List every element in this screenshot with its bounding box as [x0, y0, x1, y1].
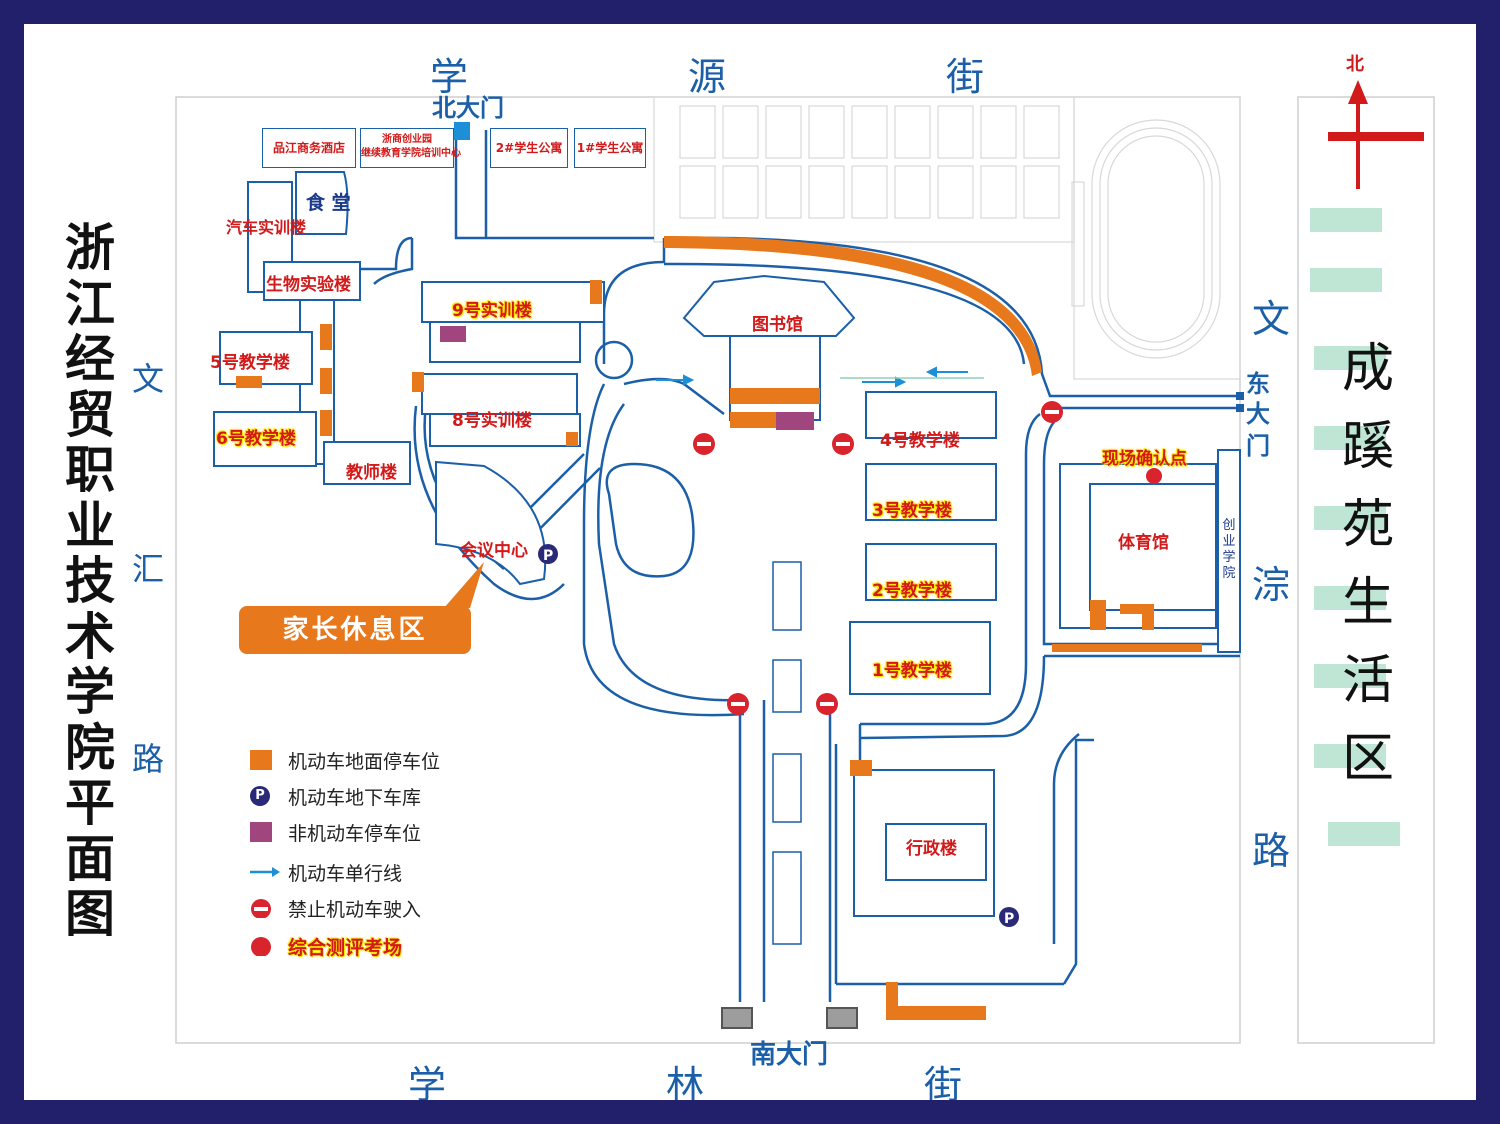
no-entry-signs: [693, 401, 1063, 715]
legend-label: 禁止机动车驶入: [288, 899, 422, 921]
street-north-1: 学: [430, 55, 469, 99]
exam-site-dot: [1146, 468, 1162, 484]
red-dot-icon: [251, 937, 271, 956]
living-stripe: [1314, 506, 1386, 530]
street-east-2: 淙: [1252, 563, 1291, 607]
east-gate-char-1: 东: [1246, 370, 1270, 398]
bio-lab-label: 生物实验楼: [266, 275, 351, 295]
startup-char-2: 业: [1222, 534, 1236, 549]
legend-row-one-way: 机动车单行线: [250, 858, 550, 888]
hotel-building: 品江商务酒店: [262, 128, 356, 168]
living-stripe: [1310, 268, 1382, 292]
incubator-line-1: 浙商创业园: [382, 134, 432, 145]
teacher-building-label: 教师楼: [346, 463, 397, 483]
startup-char-4: 院: [1222, 566, 1236, 581]
building-1-label: 1号教学楼: [872, 661, 952, 681]
gym-label: 体育馆: [1118, 533, 1169, 553]
svg-text:P: P: [543, 548, 553, 564]
street-north-3: 街: [946, 55, 985, 99]
living-area-char-3: 苑: [1341, 495, 1394, 555]
admin-building-label: 行政楼: [906, 839, 957, 859]
street-east-1: 文: [1252, 297, 1291, 341]
building-2-label: 2号教学楼: [872, 581, 952, 601]
parent-zone-pointer: [444, 562, 484, 608]
legend-row-underground-parking: P 机动车地下车库: [250, 782, 550, 812]
living-area-char-2: 蹊: [1341, 417, 1394, 477]
building-5-label: 5号教学楼: [210, 353, 290, 373]
street-west-3: 路: [132, 740, 165, 778]
street-north-2: 源: [688, 55, 727, 99]
building-3-label: 3号教学楼: [872, 501, 952, 521]
north-gate-label: 北大门: [432, 94, 504, 122]
sports-field-grid: [653, 96, 1241, 380]
campus-map: P P: [175, 80, 1435, 1044]
living-area-char-5: 活: [1341, 651, 1394, 711]
parking-icon: P: [250, 786, 270, 806]
orange-square-icon: [250, 750, 272, 770]
startup-char-1: 创: [1222, 518, 1236, 533]
street-west-2: 汇: [132, 550, 165, 588]
legend-label: 机动车地下车库: [288, 787, 422, 809]
living-stripe: [1310, 208, 1382, 232]
building-outlines: [213, 171, 1241, 1029]
legend-row-no-entry: 禁止机动车驶入: [250, 894, 550, 924]
bike-parking-spots: [440, 326, 814, 430]
north-gate-marker: [454, 122, 470, 140]
incubator-line-2: 继续教育学院培训中心: [361, 148, 461, 159]
incubator-building: 浙商创业园 继续教育学院培训中心: [360, 128, 461, 168]
dorm-2-building: 2#学生公寓: [490, 128, 568, 168]
east-gate-markers: [1236, 392, 1244, 412]
compass-icon: [1328, 80, 1424, 189]
legend-label: 机动车地面停车位: [288, 751, 441, 773]
svg-text:P: P: [1004, 911, 1014, 927]
living-stripe: [1314, 664, 1386, 688]
legend-label: 综合测评考场: [288, 937, 403, 959]
east-gate-char-2: 大: [1246, 400, 1270, 428]
no-entry-icon: [251, 899, 271, 918]
dorm-1-building: 1#学生公寓: [574, 128, 646, 168]
startup-char-3: 学: [1222, 550, 1236, 565]
living-stripe: [1314, 586, 1386, 610]
street-south-2: 林: [666, 1063, 705, 1100]
purple-square-icon: [250, 822, 272, 842]
street-east-3: 路: [1252, 829, 1291, 873]
living-area-char-1: 成: [1341, 339, 1394, 399]
legend-label: 机动车单行线: [288, 863, 403, 885]
building-4-label: 4号教学楼: [880, 431, 960, 451]
building-9-label: 9号实训楼: [452, 301, 532, 321]
legend-row-exam-site: 综合测评考场: [250, 932, 550, 962]
building-6-label: 6号教学楼: [216, 429, 296, 449]
blue-arrow-icon: [250, 867, 280, 877]
legend-row-bike-parking: 非机动车停车位: [250, 818, 550, 848]
living-stripe: [1314, 426, 1386, 450]
living-area-char-6: 区: [1341, 729, 1394, 789]
south-gate-label: 南大门: [750, 1040, 829, 1070]
legend-row-ground-parking: 机动车地面停车位: [250, 746, 550, 776]
ground-parking-spots: [236, 236, 1202, 1020]
parent-rest-area-label: 家长休息区: [239, 606, 471, 654]
compass-north-label: 北: [1346, 54, 1364, 75]
legend-label: 非机动车停车位: [288, 823, 422, 845]
underground-parking-icons: P P: [538, 544, 1019, 927]
living-stripe: [1314, 744, 1386, 768]
library-label: 图书馆: [752, 315, 803, 335]
street-south-1: 学: [408, 1063, 447, 1100]
south-parking-slots: [772, 561, 802, 945]
meeting-center-label: 会议中心: [460, 541, 528, 561]
living-area-box: [1297, 96, 1435, 1044]
street-south-3: 街: [924, 1063, 963, 1100]
startup-college-label: 创 业 学 院: [1220, 518, 1238, 582]
living-area-char-4: 生: [1341, 573, 1394, 633]
building-8-label: 8号实训楼: [452, 411, 532, 431]
east-gate-char-3: 门: [1246, 432, 1270, 460]
living-stripe: [1328, 822, 1400, 846]
living-stripe: [1314, 346, 1386, 370]
auto-training-label: 汽车实训楼: [226, 218, 307, 237]
street-west-1: 文: [132, 360, 165, 398]
canteen-label: 食 堂: [306, 192, 351, 214]
one-way-arrows: [656, 366, 984, 388]
map-title: 浙江经贸职业技术学院平面图: [65, 218, 115, 943]
confirm-point-label: 现场确认点: [1102, 449, 1187, 469]
map-frame: P P 北 学 源 街 学 林 街 文 汇 路 文 淙 路 浙江经贸职业技术学院…: [24, 24, 1476, 1100]
